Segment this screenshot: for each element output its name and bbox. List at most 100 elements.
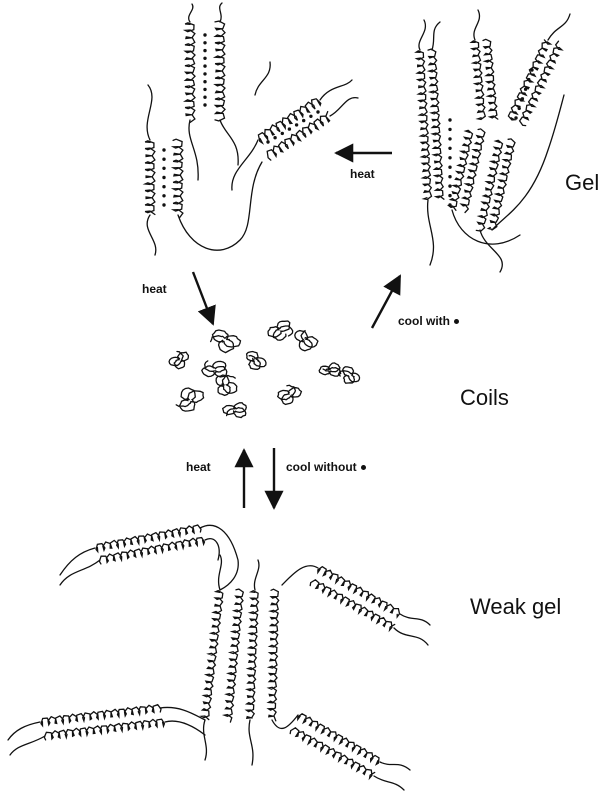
cation-dot [448, 118, 451, 121]
helix-strand [258, 99, 320, 143]
random-coils [169, 321, 359, 418]
label-heat-gel-to-top: heat [350, 167, 375, 181]
cation-dot [302, 119, 305, 122]
chain-end [219, 555, 222, 590]
cation-dot [203, 103, 206, 106]
chain-end [220, 120, 238, 165]
arrow-top-to-coils [193, 272, 213, 324]
chain-end [492, 95, 564, 230]
cation-dot [295, 123, 298, 126]
helix-strand [215, 21, 225, 121]
random-coil [319, 363, 341, 376]
chain-end [147, 215, 156, 255]
helix-strand [173, 139, 183, 217]
chain-end [10, 736, 45, 755]
chain-end [374, 776, 404, 790]
cation-dot [448, 166, 451, 169]
helix-strand [201, 591, 222, 720]
helix-strand [290, 728, 375, 778]
chain-end [254, 560, 259, 590]
chain-end [419, 20, 425, 50]
helix-strand [268, 589, 278, 721]
random-coil [223, 403, 247, 418]
random-coil [247, 352, 266, 370]
chain-end [548, 14, 570, 40]
chain-end [178, 162, 262, 250]
chain-end [220, 3, 222, 22]
cation-dot [527, 78, 530, 81]
chain-end [165, 721, 205, 735]
cation-dot [162, 203, 165, 206]
cation-dot [448, 128, 451, 131]
helix-strand [224, 589, 243, 722]
chain-end [394, 628, 428, 645]
cation-dot [288, 127, 291, 130]
chain-end [452, 210, 520, 244]
label-gel: Gel [565, 170, 599, 196]
cation-dot [162, 176, 165, 179]
cation-dot [448, 147, 451, 150]
chain-end [147, 85, 152, 140]
chain-end [330, 98, 358, 116]
chain-end [249, 720, 253, 765]
label-weak-gel: Weak gel [470, 594, 561, 620]
random-coil [268, 321, 293, 340]
cation-dot [203, 41, 206, 44]
label-heat-top-to-coils: heat [142, 282, 167, 296]
aggregated-helices-top [145, 21, 330, 217]
cation-dot-icon [361, 465, 366, 470]
helix-strand [96, 525, 201, 552]
cation-dot [162, 185, 165, 188]
label-heat-weak-to-coils: heat [186, 460, 211, 474]
cation-dot [281, 132, 284, 135]
cation-dot [524, 88, 527, 91]
helix-strand [471, 41, 485, 120]
label-coils: Coils [460, 385, 509, 411]
cation-dots [162, 33, 533, 206]
cation-dot-icon [454, 319, 459, 324]
random-coil [216, 375, 237, 395]
random-coil [211, 330, 241, 353]
chain-end [205, 539, 219, 560]
helix-strand [461, 129, 485, 213]
chain-end [255, 62, 270, 95]
cation-dot [162, 158, 165, 161]
random-coil [176, 388, 203, 411]
cation-dot [203, 88, 206, 91]
chain-end [189, 120, 198, 180]
cation-dot [162, 167, 165, 170]
cation-dot [448, 156, 451, 159]
chain-end [320, 80, 352, 100]
chain-end [480, 230, 502, 272]
cation-dot [203, 72, 206, 75]
cation-dot [448, 203, 451, 206]
cation-dot [162, 148, 165, 151]
chain-end [60, 560, 100, 585]
cation-dot [521, 97, 524, 100]
cation-dot [448, 194, 451, 197]
chain-end [428, 200, 434, 265]
cation-dot [448, 175, 451, 178]
cation-dot [309, 115, 312, 118]
chain-end [474, 10, 480, 40]
cation-dot [316, 110, 319, 113]
cation-dot [203, 96, 206, 99]
helix-strand [145, 141, 155, 215]
chain-end [432, 22, 440, 50]
helix-strand [267, 112, 329, 161]
cation-dot [203, 57, 206, 60]
label-cool-without: cool without [286, 460, 366, 474]
random-coil [295, 331, 318, 351]
helix-strand [185, 23, 195, 123]
cation-dot [266, 140, 269, 143]
cation-dot [162, 194, 165, 197]
cation-dot [273, 136, 276, 139]
chain-end [189, 4, 193, 22]
random-coil [339, 367, 360, 383]
random-coil [278, 385, 302, 404]
chain-end [160, 707, 205, 720]
chain-end [8, 722, 40, 740]
gel-network-helices [416, 39, 562, 231]
